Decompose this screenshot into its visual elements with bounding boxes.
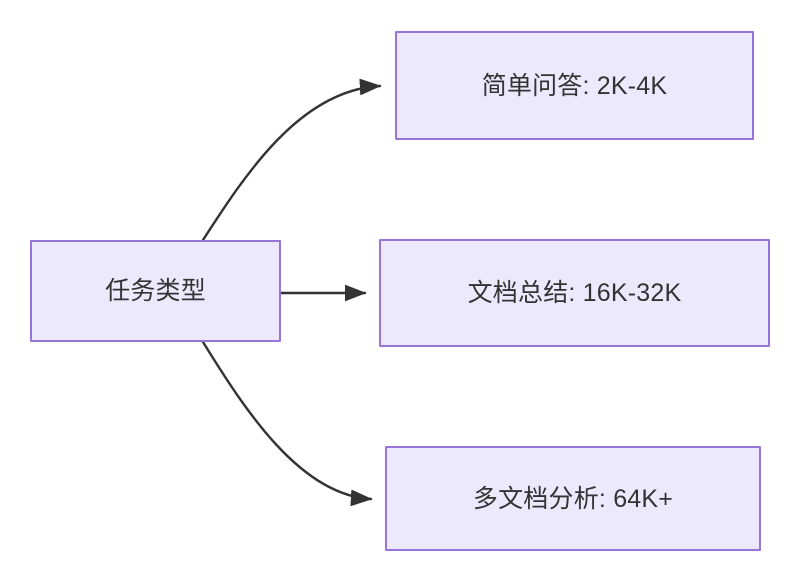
edge-root-to-multi-doc bbox=[201, 340, 373, 507]
node-doc-summary-label: 文档总结: 16K-32K bbox=[467, 279, 682, 307]
node-multi-doc[interactable]: 多文档分析: 64K+ bbox=[385, 446, 761, 551]
node-root-label: 任务类型 bbox=[105, 277, 206, 305]
node-simple-qa-label: 简单问答: 2K-4K bbox=[481, 71, 668, 100]
node-root-task-type[interactable]: 任务类型 bbox=[30, 240, 281, 342]
edge-root-to-simple-qa bbox=[201, 78, 382, 242]
node-simple-qa[interactable]: 简单问答: 2K-4K bbox=[395, 31, 754, 140]
node-doc-summary[interactable]: 文档总结: 16K-32K bbox=[379, 239, 770, 347]
node-multi-doc-label: 多文档分析: 64K+ bbox=[472, 484, 674, 513]
